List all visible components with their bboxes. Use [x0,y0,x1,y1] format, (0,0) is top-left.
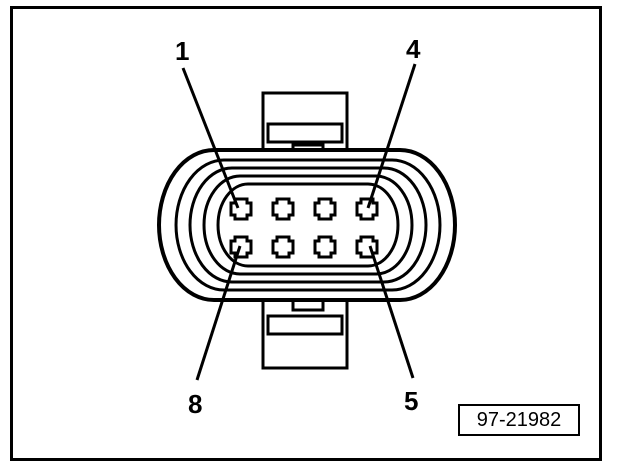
leader-line-pin-4 [366,63,417,209]
top-latch [261,91,349,159]
reference-number-box: 97-21982 [458,404,580,436]
pin-label-8: 8 [188,389,202,419]
pin-socket [313,197,337,221]
pin-socket [355,197,379,221]
pin-socket [271,197,295,221]
leader-line-pin-5 [368,245,415,379]
connector-housing-ring-2 [188,166,428,284]
pin-label-4: 4 [406,34,421,64]
pin-socket [229,197,253,221]
pin-label-5: 5 [404,386,418,416]
leader-line-pin-1 [181,67,240,209]
leader-line-pin-8 [195,245,242,381]
connector-housing-ring-3 [202,174,414,276]
connector-housing-ring-4 [216,182,400,268]
pin-label-1: 1 [175,36,189,66]
pin-socket [271,235,295,259]
reference-number: 97-21982 [476,408,562,431]
bottom-latch [261,296,349,370]
pin-socket [313,235,337,259]
connector-housing-ring-1 [174,158,442,292]
